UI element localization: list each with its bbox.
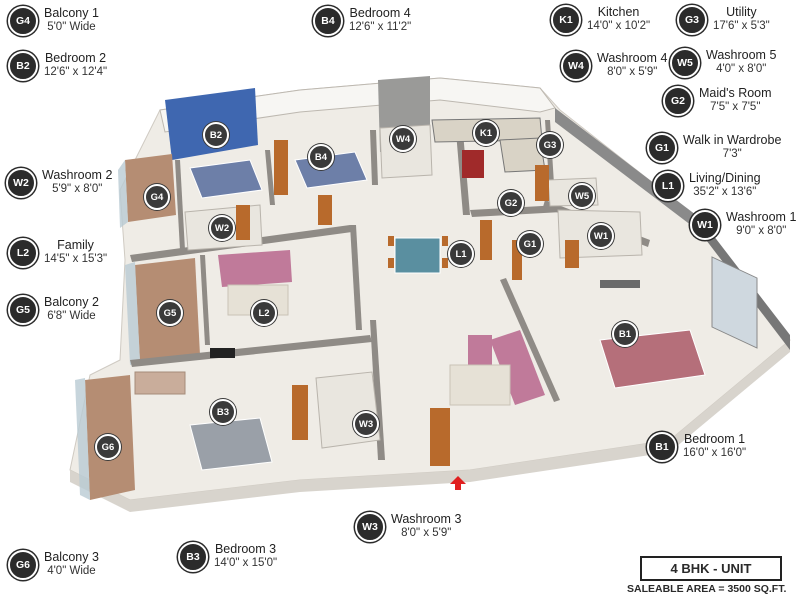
legend-name: Balcony 2	[44, 295, 99, 309]
legend-dim: 7'3"	[722, 148, 742, 160]
plan-tag-w4: W4	[390, 126, 416, 152]
legend-badge: G4	[8, 6, 38, 36]
legend-badge: B1	[647, 432, 677, 462]
legend-name: Living/Dining	[689, 171, 761, 185]
legend-name: Bedroom 2	[44, 51, 107, 65]
legend-dim: 9'0" x 8'0"	[736, 225, 787, 237]
plan-tag-l1: L1	[448, 241, 474, 267]
legend-dim: 4'0" Wide	[47, 565, 96, 577]
plan-tag-b3: B3	[210, 399, 236, 425]
legend-dim: 6'8" Wide	[47, 310, 96, 322]
legend-dim: 17'6" x 5'3"	[713, 20, 770, 32]
legend-name: Washroom 5	[706, 48, 777, 62]
entry-arrow	[450, 476, 466, 490]
legend-name: Bedroom 4	[349, 6, 411, 20]
unit-type-box: 4 BHK - UNIT	[640, 556, 782, 581]
plan-tag-g6: G6	[95, 434, 121, 460]
legend-dim: 14'5" x 15'3"	[44, 253, 108, 265]
legend-badge: K1	[551, 5, 581, 35]
legend-badge: B3	[178, 542, 208, 572]
legend-badge: L1	[653, 171, 683, 201]
legend-badge: G5	[8, 295, 38, 325]
legend-name: Family	[57, 238, 94, 252]
legend-badge: W3	[355, 512, 385, 542]
legend-name: Balcony 1	[44, 6, 99, 20]
legend-dim: 14'0" x 15'0"	[214, 557, 278, 569]
legend-name: Washroom 4	[597, 51, 668, 65]
plan-tag-b1: B1	[612, 321, 638, 347]
legend-dim: 4'0" x 8'0"	[716, 63, 767, 75]
legend-name: Washroom 2	[42, 168, 113, 182]
legend-badge: W5	[670, 48, 700, 78]
legend-name: Washroom 1	[726, 210, 797, 224]
legend-badge: B2	[8, 51, 38, 81]
legend-dim: 8'0" x 5'9"	[401, 527, 452, 539]
legend-dim: 8'0" x 5'9"	[607, 66, 658, 78]
legend-dim: 12'6" x 11'2"	[349, 21, 412, 33]
legend-dim: 5'9" x 8'0"	[52, 183, 103, 195]
plan-tag-g2: G2	[498, 190, 524, 216]
legend-badge: W4	[561, 51, 591, 81]
legend-dim: 14'0" x 10'2"	[587, 20, 651, 32]
legend-badge: L2	[8, 238, 38, 268]
legend-name: Walk in Wardrobe	[683, 133, 782, 147]
legend-badge: W1	[690, 210, 720, 240]
plan-tag-g1: G1	[517, 231, 543, 257]
legend-dim: 35'2" x 13'6"	[693, 186, 757, 198]
legend-badge: B4	[313, 6, 343, 36]
legend-badge: W2	[6, 168, 36, 198]
legend-badge: G1	[647, 133, 677, 163]
legend-name: Washroom 3	[391, 512, 462, 526]
legend-dim: 12'6" x 12'4"	[44, 66, 108, 78]
legend-dim: 7'5" x 7'5"	[710, 101, 761, 113]
legend-name: Utility	[726, 5, 757, 19]
plan-tag-b2: B2	[203, 122, 229, 148]
plan-tag-g3: G3	[537, 132, 563, 158]
legend-badge: G6	[8, 550, 38, 580]
plan-tag-g5: G5	[157, 300, 183, 326]
plan-tag-w2: W2	[209, 215, 235, 241]
legend-dim: 5'0" Wide	[47, 21, 96, 33]
legend-name: Balcony 3	[44, 550, 99, 564]
plan-tag-g4: G4	[144, 184, 170, 210]
plan-tag-k1: K1	[473, 120, 499, 146]
legend-badge: G3	[677, 5, 707, 35]
legend-name: Kitchen	[597, 5, 640, 19]
legend-badge: G2	[663, 86, 693, 116]
legend-name: Bedroom 3	[214, 542, 277, 556]
legend-name: Bedroom 1	[683, 432, 746, 446]
plan-tag-w3: W3	[353, 411, 379, 437]
plan-tag-w1: W1	[588, 223, 614, 249]
plan-tag-w5: W5	[569, 183, 595, 209]
plan-tag-l2: L2	[251, 300, 277, 326]
saleable-area-text: SALEABLE AREA = 3500 SQ.FT.	[627, 583, 787, 595]
legend-name: Maid's Room	[699, 86, 772, 100]
legend-dim: 16'0" x 16'0"	[683, 447, 747, 459]
plan-tag-b4: B4	[308, 144, 334, 170]
